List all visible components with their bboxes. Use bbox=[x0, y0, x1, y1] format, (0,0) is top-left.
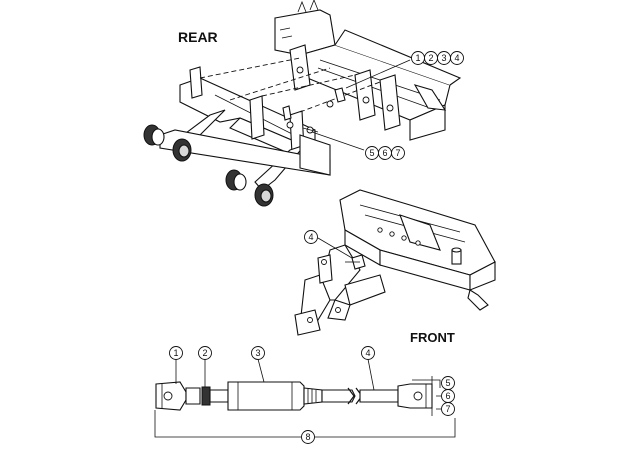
callout-bottom-row: 1 2 3 4 bbox=[169, 346, 375, 391]
adjustable-link-rod-drawing bbox=[155, 376, 433, 416]
callout-front-assembly: 4 bbox=[304, 230, 353, 259]
callout-rear-7 bbox=[391, 146, 405, 160]
callout-rear-3-text: 3 bbox=[441, 53, 446, 63]
front-hitch-frame-assembly-drawing bbox=[294, 189, 496, 336]
callout-bottom-7 bbox=[441, 402, 455, 416]
callout-rear-1-text: 1 bbox=[415, 53, 420, 63]
rear-label: REAR bbox=[178, 29, 218, 45]
callout-rear-bottom: 5 6 7 bbox=[311, 131, 405, 160]
wheel-hub-right bbox=[225, 169, 274, 207]
callout-bottom-1 bbox=[169, 346, 183, 360]
callout-front-4-text: 4 bbox=[308, 232, 313, 242]
front-label: FRONT bbox=[410, 330, 455, 345]
callout-bottom-8 bbox=[301, 430, 315, 444]
callout-front-4 bbox=[304, 230, 318, 244]
callout-bottom-4-text: 4 bbox=[365, 348, 370, 358]
callout-rear-6-text: 6 bbox=[382, 148, 387, 158]
callout-bottom-2-text: 2 bbox=[202, 348, 207, 358]
callout-bottom-5-text: 5 bbox=[445, 378, 450, 388]
callout-bottom-7-text: 7 bbox=[445, 404, 450, 414]
callout-bottom-4 bbox=[361, 346, 375, 360]
callout-bottom-2 bbox=[198, 346, 212, 360]
callout-rear-5-text: 5 bbox=[369, 148, 374, 158]
callout-rear-4-text: 4 bbox=[454, 53, 459, 63]
callout-bottom-8-text: 8 bbox=[305, 432, 310, 442]
callout-bottom-3 bbox=[251, 346, 265, 360]
callout-rear-2-text: 2 bbox=[428, 53, 433, 63]
callout-bottom-stack: 5 6 7 bbox=[412, 376, 455, 416]
wheel-hub-left bbox=[143, 124, 192, 162]
callout-rear-7-text: 7 bbox=[395, 148, 400, 158]
callout-bottom-6-text: 6 bbox=[445, 391, 450, 401]
callout-rear-top: 1 2 3 4 bbox=[345, 51, 464, 89]
callout-rear-4 bbox=[450, 51, 464, 65]
callout-bottom-3-text: 3 bbox=[255, 348, 260, 358]
hardware-bolts bbox=[282, 87, 346, 134]
callout-bottom-overall: 8 bbox=[154, 410, 456, 444]
rear-axle-frame-assembly-drawing bbox=[143, 0, 462, 207]
callout-bottom-1-text: 1 bbox=[173, 348, 178, 358]
